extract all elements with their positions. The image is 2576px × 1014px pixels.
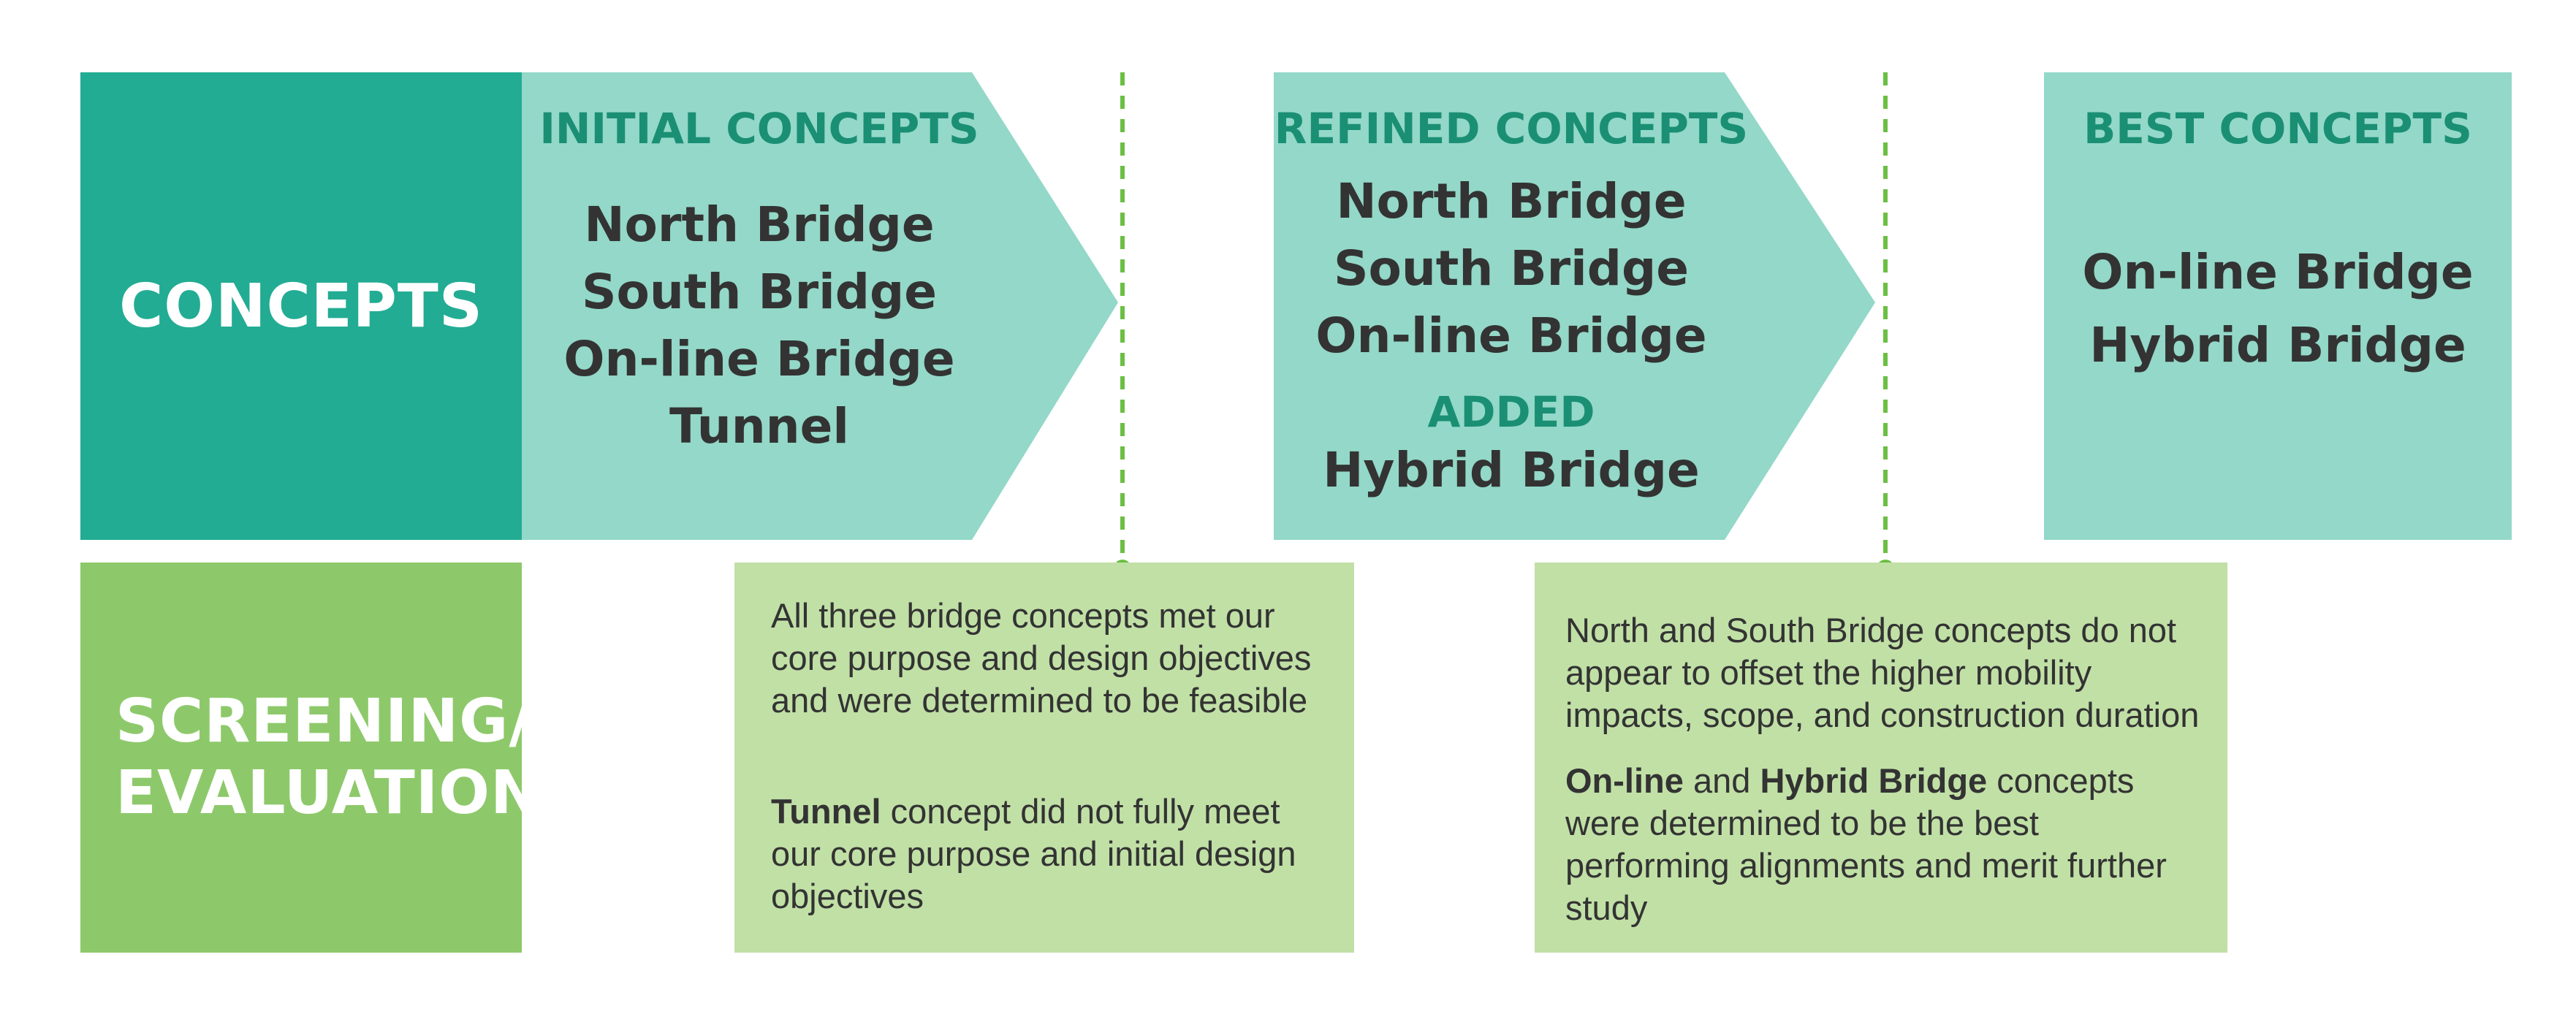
screening-row-label-line2: EVALUATION <box>115 758 542 828</box>
refined-concept-item: South Bridge <box>1333 240 1690 297</box>
best-concepts-box <box>2044 72 2512 540</box>
screening-row-label-line1: SCREENING/ <box>115 687 532 756</box>
refined-added-label: ADDED <box>1427 387 1595 437</box>
initial-concepts-title: INITIAL CONCEPTS <box>539 104 979 153</box>
screening-note-initial <box>734 563 1354 953</box>
initial-concept-item: North Bridge <box>584 197 935 253</box>
screening-note-refined-text-1: North and South Bridge concepts do not a… <box>1565 611 2200 734</box>
screening-note-initial-text-1: All three bridge concepts met our core p… <box>771 596 1312 720</box>
note-emphasis-tunnel: Tunnel <box>771 792 881 831</box>
concepts-row-header: CONCEPTS <box>80 72 522 540</box>
refined-concepts-arrow <box>1274 72 1875 540</box>
best-concepts-title: BEST CONCEPTS <box>2083 104 2472 153</box>
screening-note-refined-text-2: On-line and Hybrid Bridge concepts were … <box>1565 760 2208 929</box>
note-text: concepts were determined to be the best … <box>1565 761 2167 927</box>
refined-concepts-title: REFINED CONCEPTS <box>1274 104 1749 153</box>
initial-concepts-arrow <box>522 72 1118 540</box>
refined-concepts-list: North Bridge South Bridge On-line Bridge <box>1274 168 1749 370</box>
initial-concept-item: On-line Bridge <box>563 331 955 387</box>
note-text: concept did not fully meet our core purp… <box>771 792 1296 915</box>
screening-note-refined <box>1535 563 2227 953</box>
note-emphasis-hybrid: Hybrid Bridge <box>1760 761 1988 800</box>
note-emphasis-online: On-line <box>1565 761 1684 800</box>
refined-added-item: Hybrid Bridge <box>1323 442 1700 498</box>
refined-concept-item: On-line Bridge <box>1315 308 1707 364</box>
refined-concept-item: North Bridge <box>1336 173 1687 229</box>
screening-note-initial-text-2: Tunnel concept did not fully meet our co… <box>771 790 1326 918</box>
best-concept-item: On-line Bridge <box>2082 244 2474 300</box>
initial-concepts-list: North Bridge South Bridge On-line Bridge… <box>522 191 997 460</box>
note-text: and <box>1683 761 1760 800</box>
best-concept-item: Hybrid Bridge <box>2089 317 2466 373</box>
initial-concept-item: South Bridge <box>581 264 938 320</box>
initial-concept-item: Tunnel <box>669 398 850 454</box>
best-concepts-list: On-line Bridge Hybrid Bridge <box>2044 236 2512 382</box>
concepts-row-label: CONCEPTS <box>119 271 483 341</box>
screening-row-header: SCREENING/ EVALUATION <box>80 563 541 953</box>
